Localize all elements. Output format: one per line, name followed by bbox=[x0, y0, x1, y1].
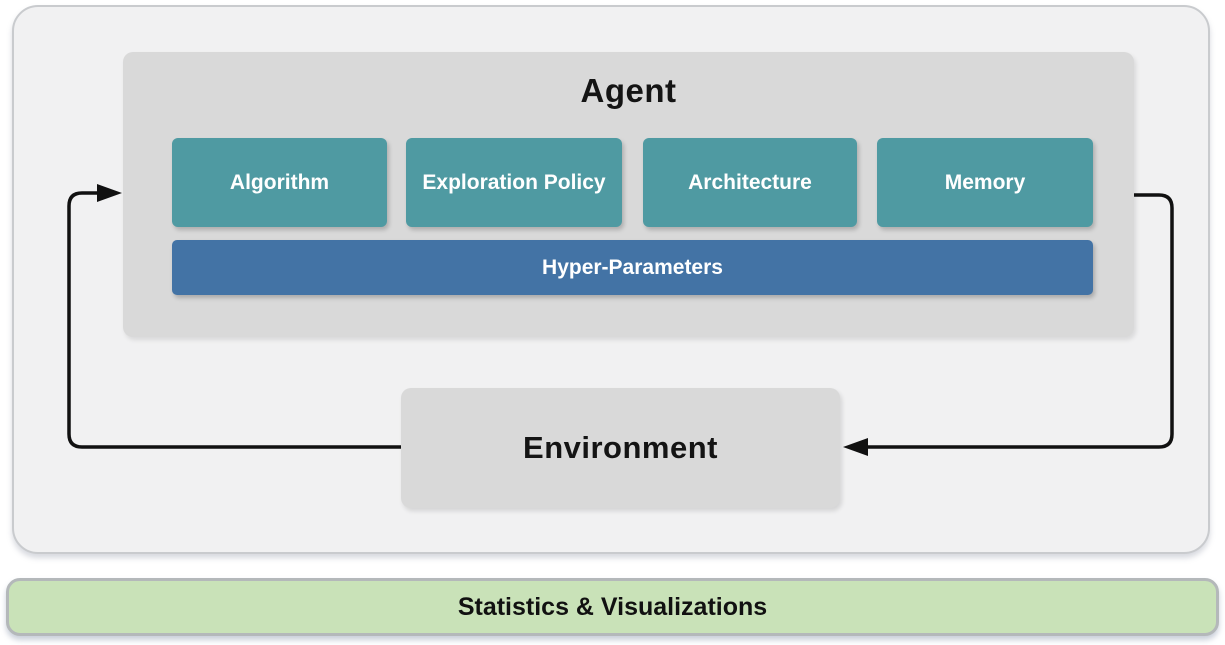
agent-component-algorithm: Algorithm bbox=[172, 138, 387, 227]
agent-box: Agent Algorithm Exploration Policy Archi… bbox=[123, 52, 1134, 337]
environment-box: Environment bbox=[401, 388, 840, 508]
agent-component-exploration-policy: Exploration Policy bbox=[406, 138, 622, 227]
statistics-visualizations-bar: Statistics & Visualizations bbox=[6, 578, 1219, 636]
agent-component-memory: Memory bbox=[877, 138, 1093, 227]
agent-title: Agent bbox=[580, 72, 677, 109]
agent-component-architecture: Architecture bbox=[643, 138, 857, 227]
hyper-parameters-bar: Hyper-Parameters bbox=[172, 240, 1093, 295]
